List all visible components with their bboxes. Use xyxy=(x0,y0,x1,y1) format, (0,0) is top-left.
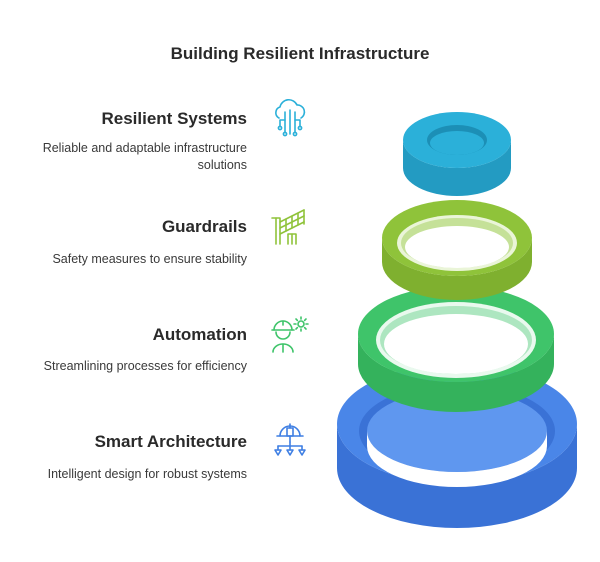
automation-description: Streamlining processes for efficiency xyxy=(43,359,247,373)
cloud-network-icon xyxy=(268,96,312,140)
guardrail-icon xyxy=(268,204,312,248)
resilient-systems-ring xyxy=(403,112,511,196)
smart-architecture-description: Intelligent design for robust systems xyxy=(47,467,247,481)
smart-architecture-ring xyxy=(337,364,577,528)
guardrails-heading: Guardrails xyxy=(161,217,247,236)
resilient-systems-heading: Resilient Systems xyxy=(101,109,247,128)
architecture-hierarchy-icon xyxy=(268,418,312,462)
page-title: Building Resilient Infrastructure xyxy=(170,44,430,63)
automation-ring xyxy=(358,286,554,412)
resilient-systems-description: Reliable and adaptable infrastructure so… xyxy=(42,141,247,172)
worker-gear-icon xyxy=(268,312,312,356)
guardrails-ring xyxy=(382,200,532,300)
automation-heading: Automation xyxy=(152,325,247,344)
guardrails-description: Safety measures to ensure stability xyxy=(52,252,247,266)
smart-architecture-heading: Smart Architecture xyxy=(94,432,247,451)
